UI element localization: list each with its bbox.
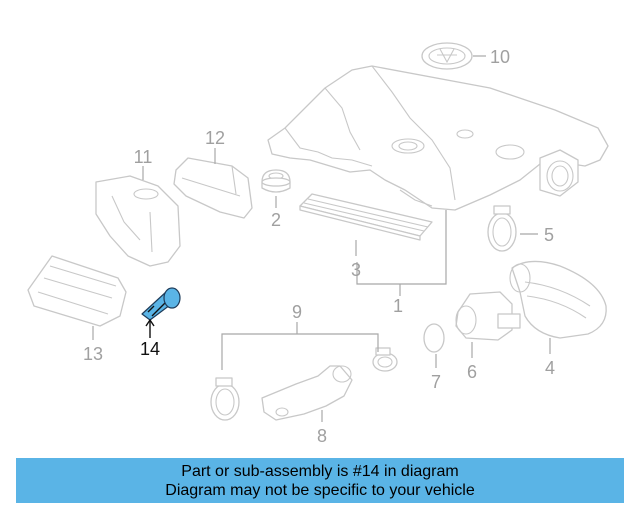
banner-line-1: Part or sub-assembly is #14 in diagram	[181, 462, 459, 480]
callout-4: 4	[545, 358, 555, 378]
grommet	[261, 169, 291, 193]
hose-clamp-right	[372, 347, 398, 372]
callout-13: 13	[83, 344, 103, 364]
hose-clamp-left	[210, 377, 240, 421]
engine-cover	[267, 65, 609, 211]
callout-12: 12	[205, 128, 225, 148]
air-filter	[299, 193, 433, 241]
air-box-bracket	[95, 175, 181, 267]
bolt-highlighted	[141, 287, 181, 321]
air-flow-sensor	[455, 291, 521, 341]
o-ring	[423, 323, 445, 353]
callout-8: 8	[317, 426, 327, 446]
resonator-cover	[173, 157, 253, 219]
callout-14: 14	[140, 339, 160, 359]
callout-1: 1	[393, 296, 403, 316]
info-banner: Part or sub-assembly is #14 in diagram D…	[16, 458, 624, 503]
callout-9: 9	[292, 302, 302, 322]
emblem	[421, 42, 473, 70]
callout-5: 5	[544, 225, 554, 245]
callout-3: 3	[351, 260, 361, 280]
air-inlet-duct	[27, 255, 127, 327]
callout-7: 7	[431, 372, 441, 392]
callout-10: 10	[490, 47, 510, 67]
intake-duct	[261, 365, 353, 421]
callout-6: 6	[467, 362, 477, 382]
banner-line-2: Diagram may not be specific to your vehi…	[165, 481, 475, 499]
callout-11: 11	[134, 147, 153, 167]
parts-diagram: 1 2 3 4 5 6 7 8 9 10 11 12 13 14	[27, 42, 609, 446]
hose-clamp-upper	[487, 205, 517, 252]
callout-lines	[92, 55, 551, 422]
callout-2: 2	[271, 210, 281, 230]
intake-hose	[509, 260, 607, 339]
